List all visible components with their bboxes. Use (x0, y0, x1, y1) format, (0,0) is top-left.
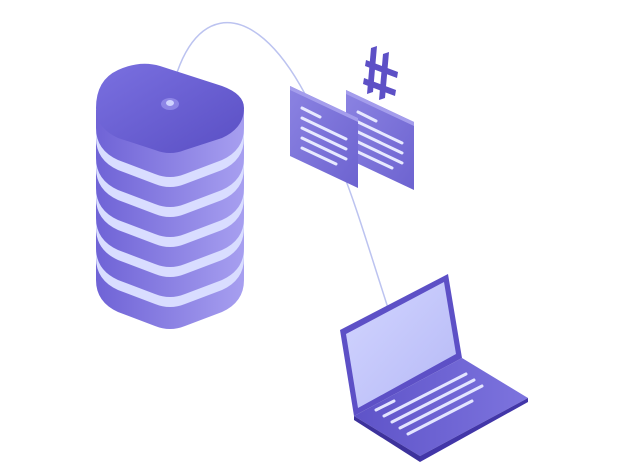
document-icon (290, 86, 358, 188)
connection-line (169, 22, 389, 309)
laptop-keyboard (374, 372, 484, 436)
laptop-screen (346, 282, 456, 408)
hash-icon (363, 46, 398, 100)
laptop-icon (340, 274, 528, 462)
server-stack-icon (96, 63, 244, 329)
document-icon (346, 90, 414, 190)
server-bands (96, 128, 244, 307)
